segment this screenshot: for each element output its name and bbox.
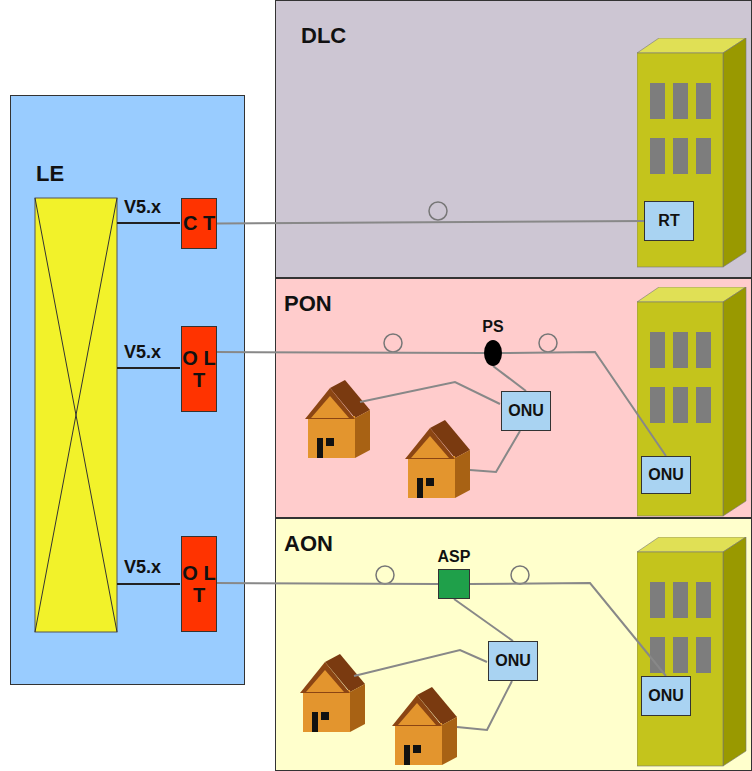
terminal-label: O L T <box>182 562 216 607</box>
unit-box: ONU <box>501 391 551 431</box>
unit-box: ONU <box>488 641 538 681</box>
network-region: AON ASP ONU ONU <box>275 518 752 771</box>
region-title: LE <box>36 161 64 187</box>
splitter-label: ASP <box>438 548 471 566</box>
splitter-dot: PS <box>484 340 502 366</box>
unit-box: ONU <box>641 456 691 494</box>
fiber-coil <box>376 202 557 584</box>
line-terminal: O L T <box>181 536 217 632</box>
building <box>637 537 746 766</box>
building <box>637 38 746 267</box>
unit-box: RT <box>644 201 694 241</box>
fiber-link <box>502 352 666 456</box>
fiber-link <box>217 221 644 224</box>
fiber-link <box>493 366 526 391</box>
region-title: DLC <box>301 23 346 49</box>
building <box>637 287 746 516</box>
unit-label: ONU <box>648 687 684 705</box>
unit-box: ONU <box>641 676 691 716</box>
network-region: PON PS ONU ONU <box>275 278 752 518</box>
active-splitter: ASP <box>438 569 470 599</box>
interface-label: V5.x <box>124 557 161 578</box>
unit-label: ONU <box>495 652 531 670</box>
region-title: AON <box>284 531 333 557</box>
unit-label: ONU <box>648 466 684 484</box>
house <box>300 654 365 732</box>
exchange-panel: LE C T O L T O L T <box>10 95 245 685</box>
terminal-label: C T <box>182 212 216 234</box>
fiber-link <box>454 599 513 641</box>
line-terminal: O L T <box>181 326 217 412</box>
house <box>405 420 470 498</box>
fiber-link <box>470 583 666 676</box>
line-terminal: C T <box>181 198 217 249</box>
house <box>305 380 370 458</box>
terminal-label: O L T <box>182 347 216 392</box>
interface-label: V5.x <box>124 342 161 363</box>
interface-label: V5.x <box>124 197 161 218</box>
unit-label: ONU <box>508 402 544 420</box>
splitter-label: PS <box>482 318 503 336</box>
region-title: PON <box>284 291 332 317</box>
network-region: DLC RT <box>275 0 752 278</box>
switch-matrix <box>35 198 117 632</box>
drop-line <box>354 382 520 730</box>
house <box>392 687 457 765</box>
unit-label: RT <box>658 212 679 230</box>
fiber-link <box>217 583 438 584</box>
fiber-link <box>217 352 484 353</box>
v5-wire <box>117 223 180 584</box>
